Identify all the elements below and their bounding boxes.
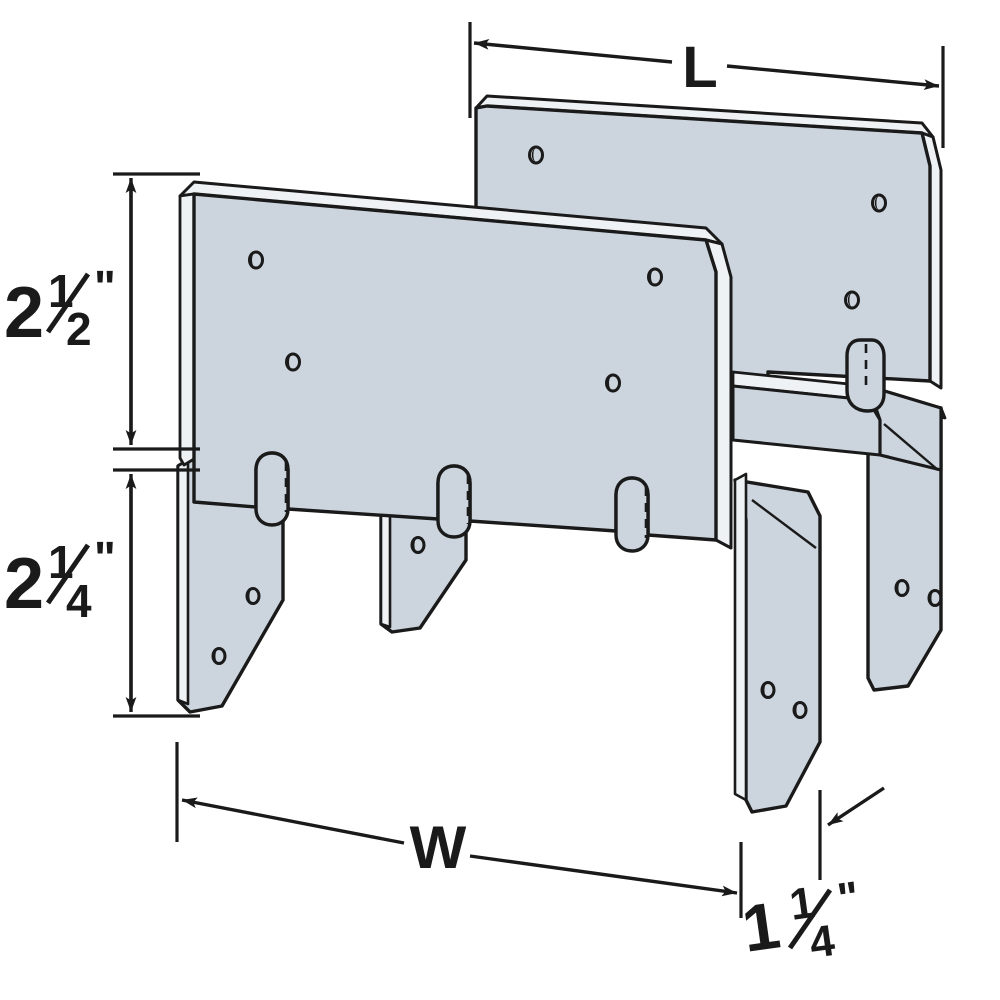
slot-tab-2-body xyxy=(436,464,472,539)
slot-tab-1-body xyxy=(254,451,290,527)
back-flange-left-edge xyxy=(176,458,190,706)
hook-tab-body xyxy=(845,338,886,413)
seat-front-leg-crease xyxy=(751,499,817,549)
slot-tab-3 xyxy=(614,476,650,553)
seat-width-whole: 1 xyxy=(738,887,785,965)
slot-tab-2 xyxy=(436,464,472,539)
hook-tab xyxy=(845,338,886,413)
slot-tab-3-body xyxy=(614,476,650,553)
upper-height-unit: " xyxy=(94,261,116,313)
lower-height-unit: " xyxy=(94,532,116,584)
lower-height-fraction-bar xyxy=(45,543,91,605)
upper-height-dimension: 2 1 2 " xyxy=(4,172,200,451)
upper-height-numerator: 1 xyxy=(48,265,74,317)
back-plate-nail-holes xyxy=(528,145,887,310)
front-plate-nail-holes xyxy=(248,250,663,393)
seat-width-unit: " xyxy=(835,872,862,923)
length-dimension: L xyxy=(468,22,945,148)
seat-front-leg xyxy=(733,478,822,814)
upper-height-whole: 2 xyxy=(4,273,44,353)
width-arrow-left xyxy=(181,797,405,845)
slot-tabs xyxy=(254,451,650,553)
lower-height-label: 2 1 4 " xyxy=(4,532,116,627)
seat-width-label: 1 1 4 " xyxy=(738,872,862,967)
lower-height-dimension: 2 1 4 " xyxy=(4,468,200,718)
seat-upper-bend-crease xyxy=(883,423,939,471)
slot-tab-1 xyxy=(254,451,290,527)
seat-width-fraction-bar xyxy=(787,888,833,950)
lower-height-numerator: 1 xyxy=(48,536,74,588)
upper-height-denominator: 2 xyxy=(66,303,92,355)
seat-width-leader-arrow xyxy=(827,786,885,827)
seat-saddle xyxy=(731,370,947,814)
length-arrow-left xyxy=(473,39,673,64)
width-dimension: W xyxy=(175,742,743,918)
length-label: L xyxy=(682,35,717,100)
lower-height-denominator: 4 xyxy=(66,575,92,627)
width-arrow-right xyxy=(469,854,738,897)
seat-rear-leg-nail-holes xyxy=(894,579,943,607)
lower-height-whole: 2 xyxy=(4,544,44,624)
width-label: W xyxy=(410,814,467,881)
upper-height-label: 2 1 2 " xyxy=(4,261,116,355)
back-flange-left-nail-holes xyxy=(211,587,261,665)
seat-width-dimension: 1 1 4 " xyxy=(738,786,885,968)
seat-width-denominator: 4 xyxy=(807,916,839,968)
upper-height-fraction-bar xyxy=(45,272,91,334)
metal-assembly xyxy=(176,94,947,814)
length-arrow-right xyxy=(726,64,940,90)
seat-front-leg-edge xyxy=(733,472,748,802)
seat-front-leg-nail-holes xyxy=(760,681,808,719)
front-plate-left-edge xyxy=(178,192,196,467)
seat-upper-bend xyxy=(866,384,943,472)
